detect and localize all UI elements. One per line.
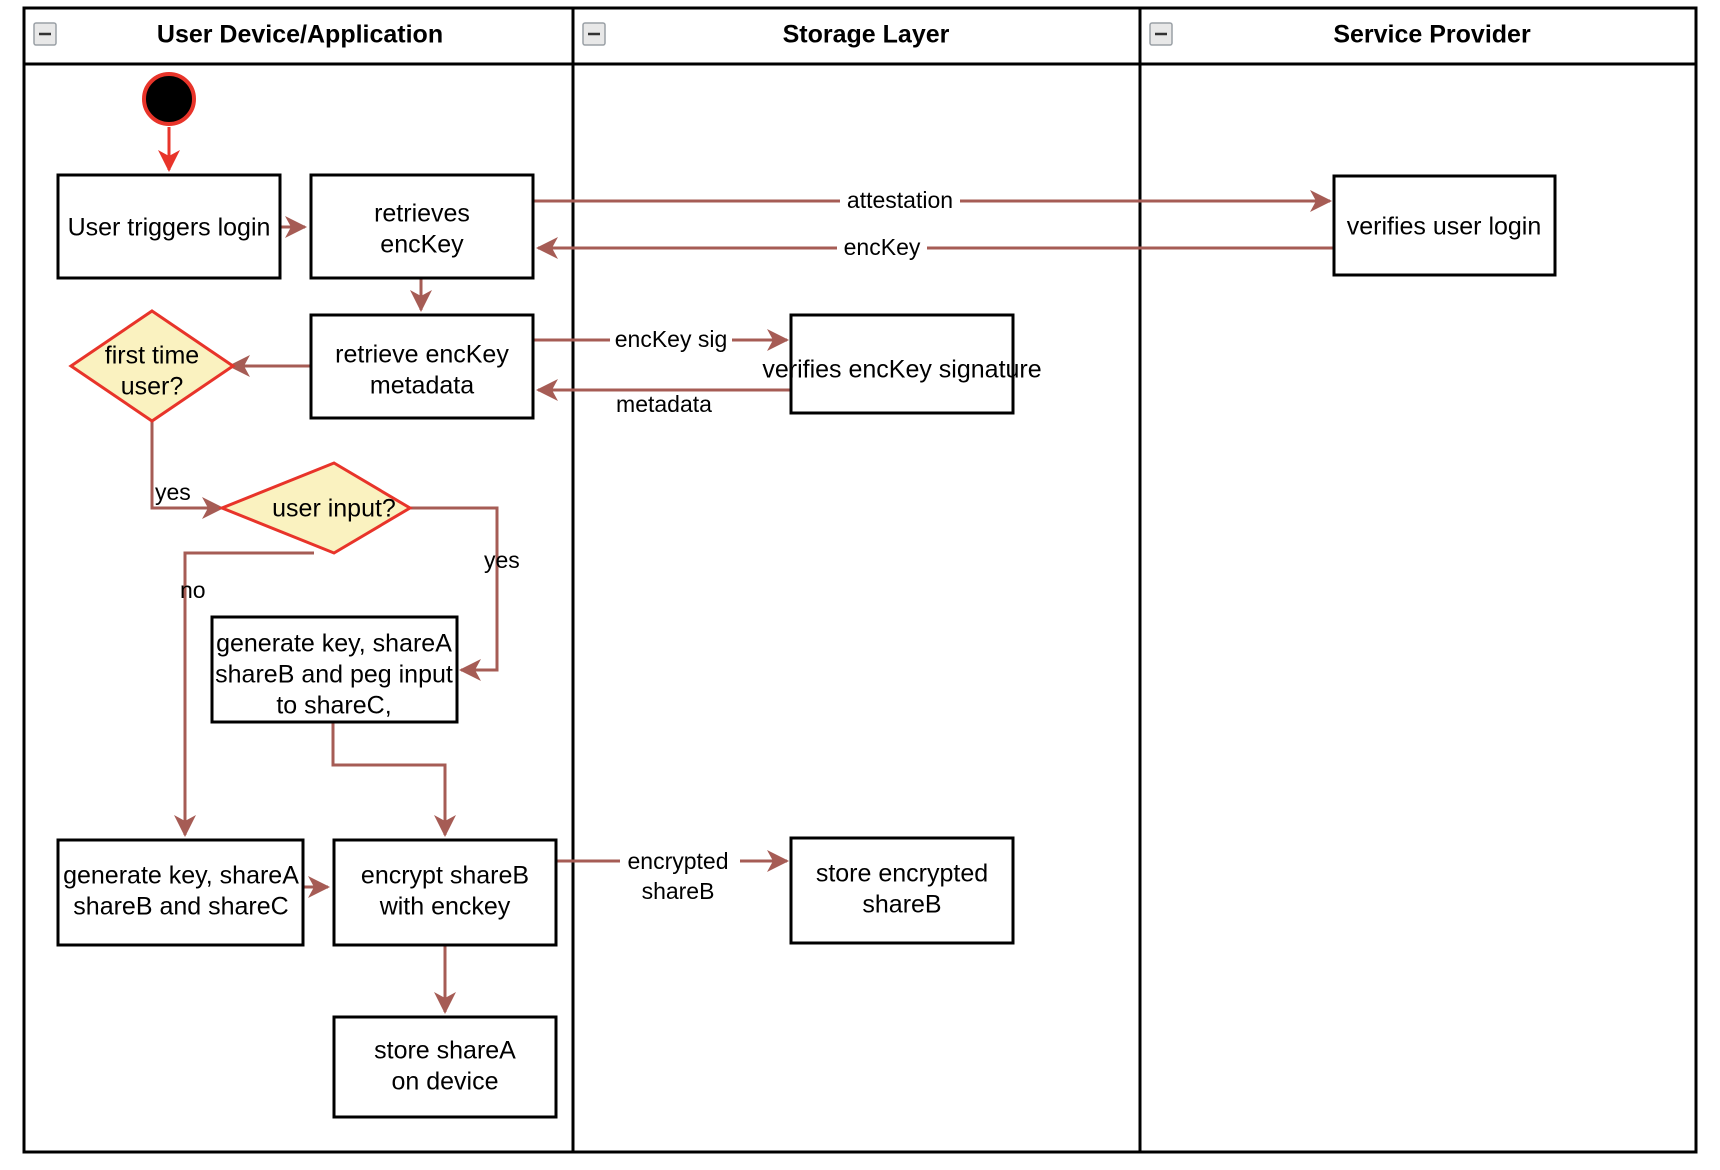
edge-label-userinput-yes: yes [484,547,520,573]
edge-peg-to-encrypt [331,722,456,837]
edge-label-enckey: encKey [844,234,921,260]
edge-label-metadata: metadata [616,391,712,417]
edge-label-userinput-no: no [180,577,206,603]
edge-label-firsttime-yes: yes [155,479,191,505]
edge-label-enckey-sig: encKey sig [615,326,728,352]
node-label-user-input: user input? [272,495,396,523]
node-verifies-enckey-signature[interactable]: verifies encKey signature [762,313,1042,415]
lane-header-user-device[interactable]: User Device/Application [33,21,443,49]
edge-label-encrypted-shareb-line2: shareB [642,878,715,904]
node-generate-key-peg[interactable]: generate key, shareA shareB and peg inpu… [210,615,459,724]
node-retrieves-enckey[interactable]: retrieves encKey [309,173,535,280]
node-label-encrypt-shareb-line1: encrypt shareB [361,862,529,890]
node-encrypt-shareb[interactable]: encrypt shareB with enckey [332,838,558,947]
node-label-store-sharea-line2: on device [391,1068,498,1096]
node-label-generate-peg-line1: generate key, shareA [216,630,452,658]
initial-node-icon[interactable] [142,72,196,126]
node-user-triggers-login[interactable]: User triggers login [56,173,282,280]
node-label-first-time-user-line1: first time [105,342,199,370]
edge-firsttime-yes [150,405,224,519]
node-label-store-sharea-line1: store shareA [374,1037,516,1065]
node-label-generate-peg-line2: shareB and peg input [215,661,453,689]
node-store-sharea[interactable]: store shareA on device [332,1015,558,1119]
node-label-verifies-user-login: verifies user login [1347,213,1542,241]
lane-title-storage: Storage Layer [783,21,950,49]
node-label-generate-shares-line1: generate key, shareA [63,862,299,890]
node-label-verifies-enckey-signature: verifies encKey signature [762,356,1041,384]
lane-title-user-device: User Device/Application [157,21,443,49]
node-label-store-encrypted-line2: shareB [862,891,941,919]
node-label-retrieve-metadata-line1: retrieve encKey [335,341,509,369]
nodes-layer: User triggers login retrieves encKey ret… [56,72,1557,1119]
node-label-generate-shares-line2: shareB and shareC [73,893,288,921]
edge-labels-layer: attestation encKey encKey sig metadata y… [155,187,960,904]
edge-userinput-no [174,551,314,837]
node-user-input-decision[interactable]: user input? [217,461,413,555]
edge-userinput-yes [406,506,499,681]
node-store-encrypted-shareb[interactable]: store encrypted shareB [789,836,1015,945]
node-retrieve-enckey-metadata[interactable]: retrieve encKey metadata [309,313,535,420]
node-first-time-user-decision[interactable]: first time user? [68,309,236,423]
node-label-retrieves-enckey-line2: encKey [380,231,464,259]
node-label-retrieve-metadata-line2: metadata [370,372,474,400]
edge-label-encrypted-shareb-line1: encrypted [627,848,728,874]
node-generate-key-shares[interactable]: generate key, shareA shareB and shareC [56,838,305,947]
node-label-encrypt-shareb-line2: with enckey [379,893,511,921]
node-initial[interactable] [142,72,196,126]
node-label-first-time-user-line2: user? [121,373,184,401]
node-label-user-triggers-login: User triggers login [68,214,271,242]
node-label-store-encrypted-line1: store encrypted [816,860,988,888]
lane-header-storage[interactable]: Storage Layer [582,21,950,49]
node-label-retrieves-enckey-line1: retrieves [374,200,470,228]
node-verifies-user-login[interactable]: verifies user login [1332,174,1557,277]
lane-title-service-provider: Service Provider [1333,21,1531,49]
edge-label-attestation: attestation [847,187,953,213]
swimlane-frame [22,6,1698,1154]
node-label-generate-peg-line3: to shareC, [276,692,391,720]
lane-header-service-provider[interactable]: Service Provider [1149,21,1531,49]
